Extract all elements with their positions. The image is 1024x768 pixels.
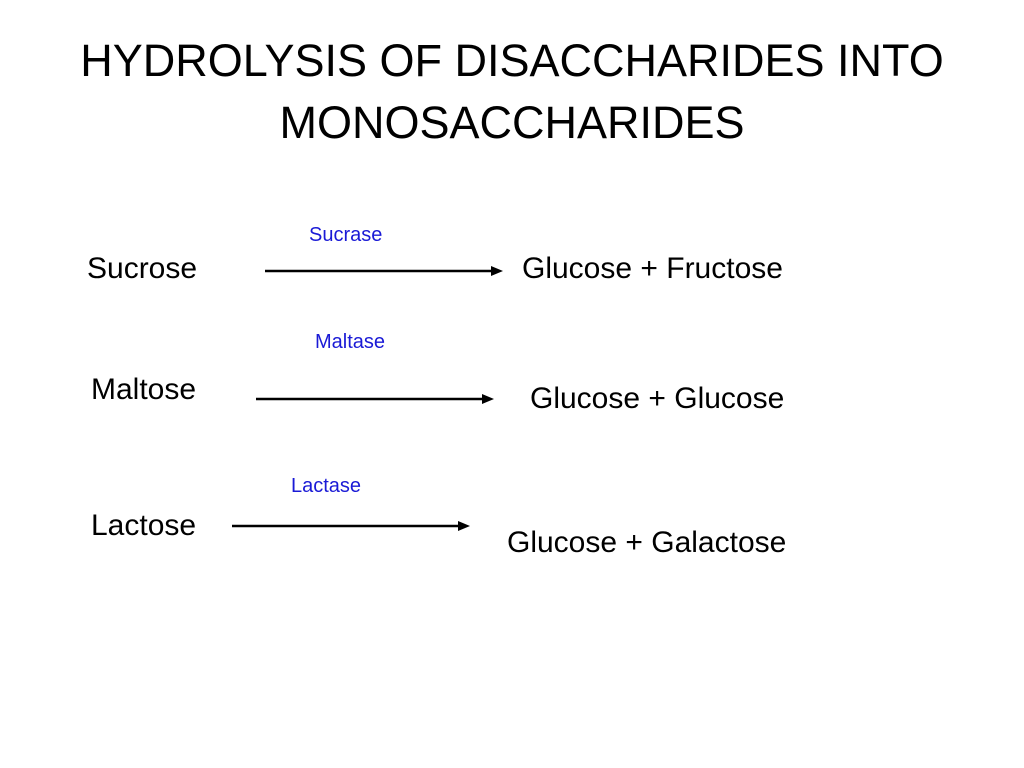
reaction-arrow-3 — [232, 521, 470, 531]
slide-title: HYDROLYSIS OF DISACCHARIDES INTO MONOSAC… — [40, 30, 984, 154]
reactant-maltose: Maltose — [91, 373, 197, 406]
reactant-lactose: Lactose — [91, 509, 197, 542]
products-glucose-galactose: Glucose + Galactose — [507, 526, 787, 559]
products-glucose-fructose: Glucose + Fructose — [522, 252, 783, 285]
enzyme-lactase: Lactase — [291, 475, 362, 497]
enzyme-maltase: Maltase — [315, 331, 386, 353]
title-line-1: HYDROLYSIS OF DISACCHARIDES INTO — [80, 35, 944, 86]
reaction-arrow-2 — [256, 394, 494, 404]
products-glucose-glucose: Glucose + Glucose — [530, 382, 785, 415]
enzyme-sucrase: Sucrase — [309, 224, 383, 246]
reaction-arrow-1 — [265, 266, 503, 276]
reactant-sucrose: Sucrose — [87, 252, 198, 285]
title-line-2: MONOSACCHARIDES — [279, 97, 745, 148]
